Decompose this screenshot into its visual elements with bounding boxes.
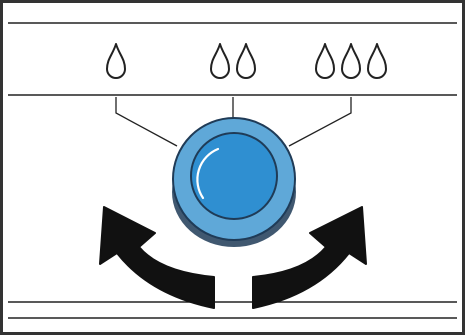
water-drop-icon	[211, 44, 229, 78]
water-drop-icon	[237, 44, 255, 78]
leader-line-high	[289, 97, 351, 146]
water-drop-icon	[107, 44, 125, 78]
water-drop-icon	[316, 44, 334, 78]
control-knob[interactable]	[172, 118, 296, 247]
drop-level-indicators	[107, 44, 386, 78]
leader-line-low	[116, 97, 177, 146]
water-drop-icon	[368, 44, 386, 78]
knob-face	[191, 133, 277, 219]
drop-group-medium	[211, 44, 255, 78]
drop-group-low	[107, 44, 125, 78]
drop-group-high	[316, 44, 386, 78]
water-drop-icon	[342, 44, 360, 78]
